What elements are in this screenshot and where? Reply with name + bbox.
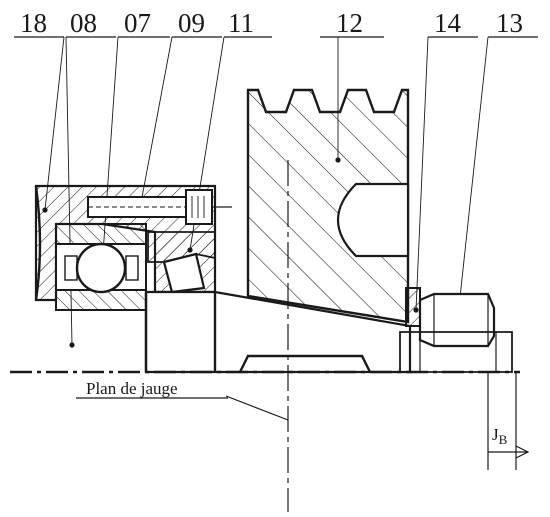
callout-labels: 18 08 07 09 11 12 14 13 bbox=[14, 8, 538, 38]
clearance-label: JB bbox=[492, 425, 508, 447]
callout-12: 12 bbox=[336, 8, 363, 38]
callout-13: 13 bbox=[496, 8, 523, 38]
callout-11: 11 bbox=[228, 8, 254, 38]
callout-07: 07 bbox=[124, 8, 151, 38]
callout-14: 14 bbox=[434, 8, 462, 38]
callout-09: 09 bbox=[178, 8, 205, 38]
clearance-dimension: JB bbox=[487, 372, 530, 470]
callout-08: 08 bbox=[70, 8, 97, 38]
callout-18: 18 bbox=[20, 8, 47, 38]
shaft bbox=[144, 290, 412, 374]
pulley-part-12 bbox=[246, 88, 410, 324]
tapered-roller-part-11 bbox=[147, 231, 216, 294]
screw-part-09 bbox=[87, 189, 232, 225]
ball-bearing-part-08 bbox=[55, 223, 147, 311]
gauge-plane-annotation: Plan de jauge bbox=[76, 379, 228, 399]
gauge-plane-label: Plan de jauge bbox=[86, 379, 178, 398]
axis-lines bbox=[10, 160, 520, 512]
nut-part-13 bbox=[399, 292, 513, 373]
washer-part-14 bbox=[405, 287, 421, 327]
